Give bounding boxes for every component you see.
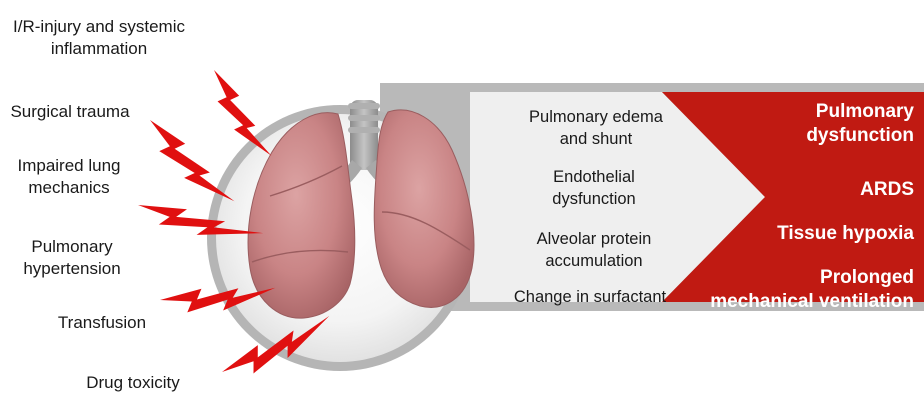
cause-ir-injury-line2: inflammation [4,38,194,60]
cause-ir-injury: I/R-injury and systemic inflammation [4,16,194,60]
outcome-pmv-line1: Prolonged [710,266,914,290]
mechanism-surfactant: Change in surfactant [490,286,690,308]
mechanism-alveolar-line1: Alveolar protein [494,228,694,250]
cause-hypertension-line2: hypertension [8,258,136,280]
mechanism-endothelial-line1: Endothelial [494,166,694,188]
outcome-ards-label: ARDS [860,178,914,202]
outcome-prolonged-ventilation: Prolonged mechanical ventilation [710,266,914,314]
outcome-pmv-line2: mechanical ventilation [710,290,914,314]
cause-surgical-trauma: Surgical trauma [10,101,130,123]
mechanism-endothelial: Endothelial dysfunction [494,166,694,210]
mechanism-edema-line2: and shunt [496,128,696,150]
outcome-pulmonary-dysfunction: Pulmonary dysfunction [806,100,914,148]
mechanism-endothelial-line2: dysfunction [494,188,694,210]
mechanism-edema-line1: Pulmonary edema [496,106,696,128]
outcome-pd-line1: Pulmonary [806,100,914,124]
mechanism-alveolar: Alveolar protein accumulation [494,228,694,272]
cause-hypertension-line1: Pulmonary [8,236,136,258]
cause-transfusion-label: Transfusion [50,312,154,334]
mechanism-surfactant-label: Change in surfactant [490,286,690,308]
cause-transfusion: Transfusion [50,312,154,334]
cause-impaired-line2: mechanics [6,177,132,199]
cause-impaired-line1: Impaired lung [6,155,132,177]
cause-pulmonary-hypertension: Pulmonary hypertension [8,236,136,280]
outcome-pd-line2: dysfunction [806,124,914,148]
mechanism-alveolar-line2: accumulation [494,250,694,272]
cause-ir-injury-line1: I/R-injury and systemic [4,16,194,38]
cause-drug-toxicity-label: Drug toxicity [78,372,188,394]
mechanism-edema: Pulmonary edema and shunt [496,106,696,150]
cause-impaired-lung-mechanics: Impaired lung mechanics [6,155,132,199]
cause-drug-toxicity: Drug toxicity [78,372,188,394]
cause-surgical-trauma-label: Surgical trauma [10,101,130,123]
outcome-hypoxia-label: Tissue hypoxia [777,222,914,246]
outcome-ards: ARDS [860,178,914,202]
outcome-tissue-hypoxia: Tissue hypoxia [777,222,914,246]
